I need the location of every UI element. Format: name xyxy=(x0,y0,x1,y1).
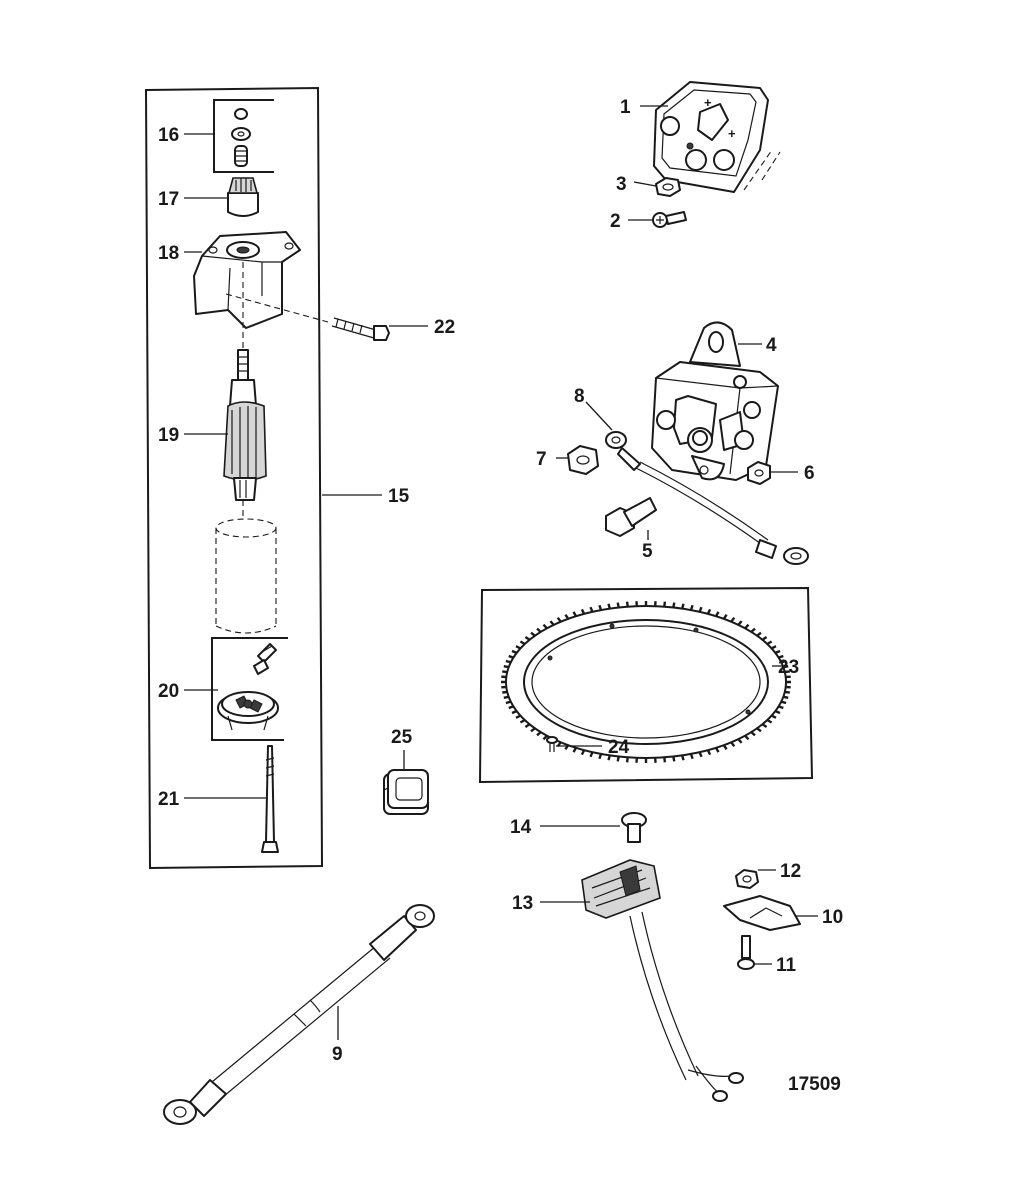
relay-nut-large xyxy=(567,445,599,475)
callout-8: 8 xyxy=(574,386,585,407)
callout-1: 1 xyxy=(620,97,631,118)
upper-end-bracket xyxy=(193,231,301,329)
callout-11: 11 xyxy=(776,955,797,976)
solenoid-nut xyxy=(655,177,681,197)
relay-nut-small xyxy=(747,461,771,485)
starter-assembly-frame xyxy=(144,86,324,870)
callout-4: 4 xyxy=(766,335,777,356)
figure-number: 17509 xyxy=(788,1074,841,1095)
callout-labels: 16 17 18 19 15 20 21 22 1 3 2 4 8 7 6 5 … xyxy=(158,97,843,1095)
brush-plate-kit xyxy=(211,637,288,741)
through-bolt xyxy=(261,745,279,853)
callout-20: 20 xyxy=(158,681,179,702)
switch-retaining-clip xyxy=(723,895,801,931)
starter-solenoid: + + xyxy=(653,81,781,193)
ring-gear-tooth-marks xyxy=(501,601,791,763)
callout-14: 14 xyxy=(510,817,532,838)
neutral-start-switch xyxy=(581,859,744,1102)
starter-motor-assembly xyxy=(144,86,390,870)
callout-9: 9 xyxy=(332,1044,343,1065)
relay-mounting-bolt xyxy=(605,497,657,537)
pinion-drive-gear xyxy=(227,177,259,217)
callout-6: 6 xyxy=(804,463,815,484)
field-frame-housing xyxy=(215,500,277,634)
callout-15: 15 xyxy=(388,486,410,507)
svg-text:+: + xyxy=(728,126,736,141)
callout-22: 22 xyxy=(434,317,455,338)
leader-lines xyxy=(184,105,818,1040)
callout-24: 24 xyxy=(608,737,630,758)
callout-13: 13 xyxy=(512,893,533,914)
pinion-hardware-kit xyxy=(213,99,274,173)
callout-2: 2 xyxy=(610,211,621,232)
callout-23: 23 xyxy=(778,657,799,678)
solenoid-screw xyxy=(652,211,687,228)
callout-16: 16 xyxy=(158,125,179,146)
switch-screw xyxy=(621,812,647,843)
clip-nut xyxy=(735,869,759,889)
callout-19: 19 xyxy=(158,425,179,446)
callout-25: 25 xyxy=(391,727,413,748)
ring-gear-teeth xyxy=(501,601,791,763)
callout-5: 5 xyxy=(642,541,653,562)
callout-3: 3 xyxy=(616,174,627,195)
callout-18: 18 xyxy=(158,243,179,264)
flywheel-ring-gear-assembly xyxy=(478,586,814,784)
bracket-mounting-bolt xyxy=(225,293,390,341)
starter-relay xyxy=(651,321,779,481)
callout-21: 21 xyxy=(158,789,180,810)
grommet xyxy=(383,769,429,815)
callout-12: 12 xyxy=(780,861,801,882)
armature xyxy=(223,262,267,501)
svg-text:+: + xyxy=(704,95,712,110)
relay-ground-lead xyxy=(605,431,809,565)
battery-cable xyxy=(163,904,435,1125)
clip-screw xyxy=(737,935,755,970)
callout-10: 10 xyxy=(822,907,843,928)
callout-17: 17 xyxy=(158,189,179,210)
ring-gear-screw xyxy=(546,736,558,752)
ring-gear-frame xyxy=(478,586,814,784)
callout-7: 7 xyxy=(536,449,547,470)
